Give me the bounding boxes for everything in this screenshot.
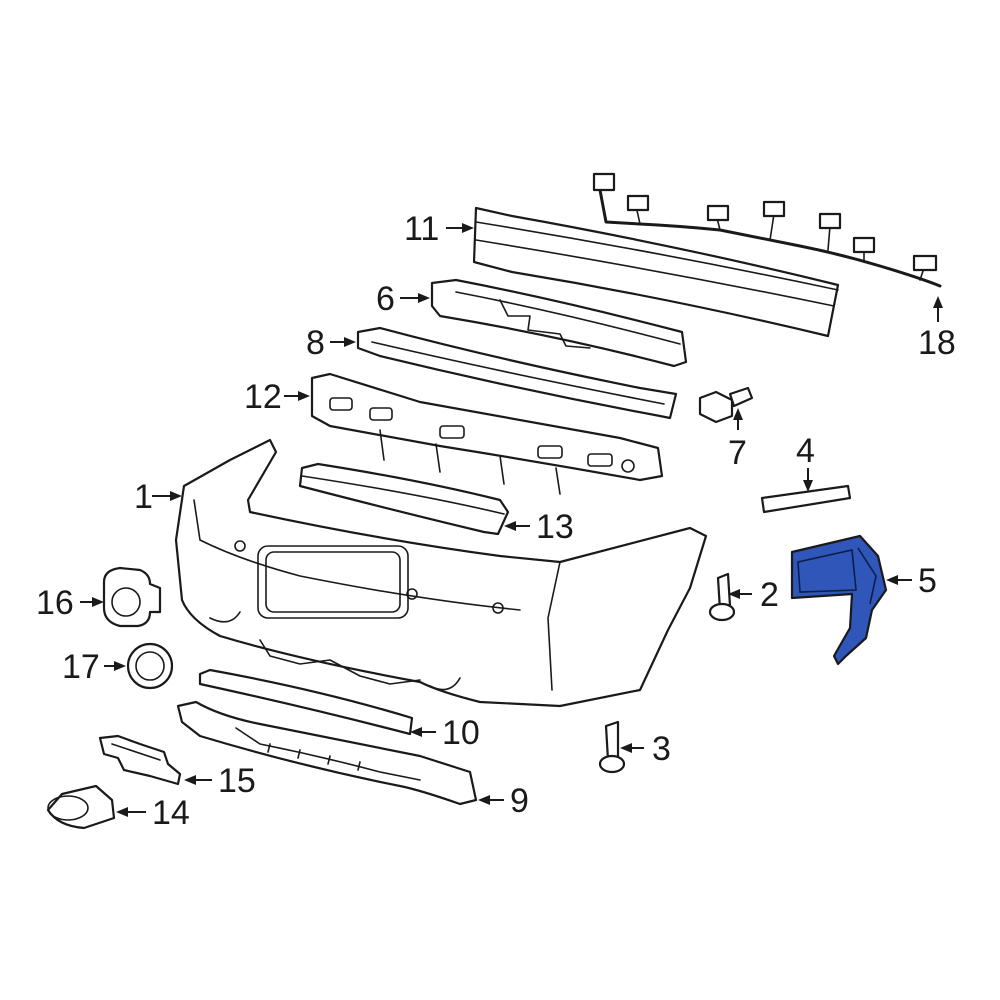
callout-12: 12 [244,378,282,416]
part-8-upper-bracket [356,326,678,420]
part-7-push-pin [698,386,754,424]
part-10-lower-molding [198,668,414,736]
callout-8: 8 [306,324,325,362]
callout-9: 9 [510,782,529,820]
part-17-sensor-bezel [126,642,174,690]
part-9-lower-valance [176,700,478,806]
callout-4: 4 [796,432,815,470]
part-15-bracket [98,734,182,786]
callout-2: 2 [760,576,779,614]
callout-6: 6 [376,280,395,318]
part-16-sensor [102,566,162,628]
part-5-side-bracket-highlighted [790,534,888,666]
part-6-energy-absorber [430,278,688,368]
callout-labels: 1 2 3 4 5 6 7 8 9 10 11 12 13 14 15 16 1… [36,210,956,832]
callout-15: 15 [218,762,256,800]
callout-18: 18 [918,324,956,362]
callout-11: 11 [404,210,439,248]
callout-16: 16 [36,584,74,622]
part-13-lower-bracket [298,462,510,536]
part-4-trim-strip [760,484,852,514]
callout-3: 3 [652,730,671,768]
part-18-wiring-harness [592,172,942,288]
part-3-screw [598,720,626,774]
callout-14: 14 [152,794,190,832]
part-12-upper-support [310,372,664,495]
callout-13: 13 [536,508,574,546]
callout-17: 17 [62,648,100,686]
part-14-exhaust-tip [46,784,116,830]
callout-7: 7 [728,434,747,472]
leader-lines [80,223,943,817]
callout-1: 1 [134,478,153,516]
part-11-reinforcement-beam [472,206,840,338]
callout-5: 5 [918,562,937,600]
part-2-bolt [708,572,736,622]
part-1-bumper-cover [174,438,708,708]
callout-10: 10 [442,714,480,752]
